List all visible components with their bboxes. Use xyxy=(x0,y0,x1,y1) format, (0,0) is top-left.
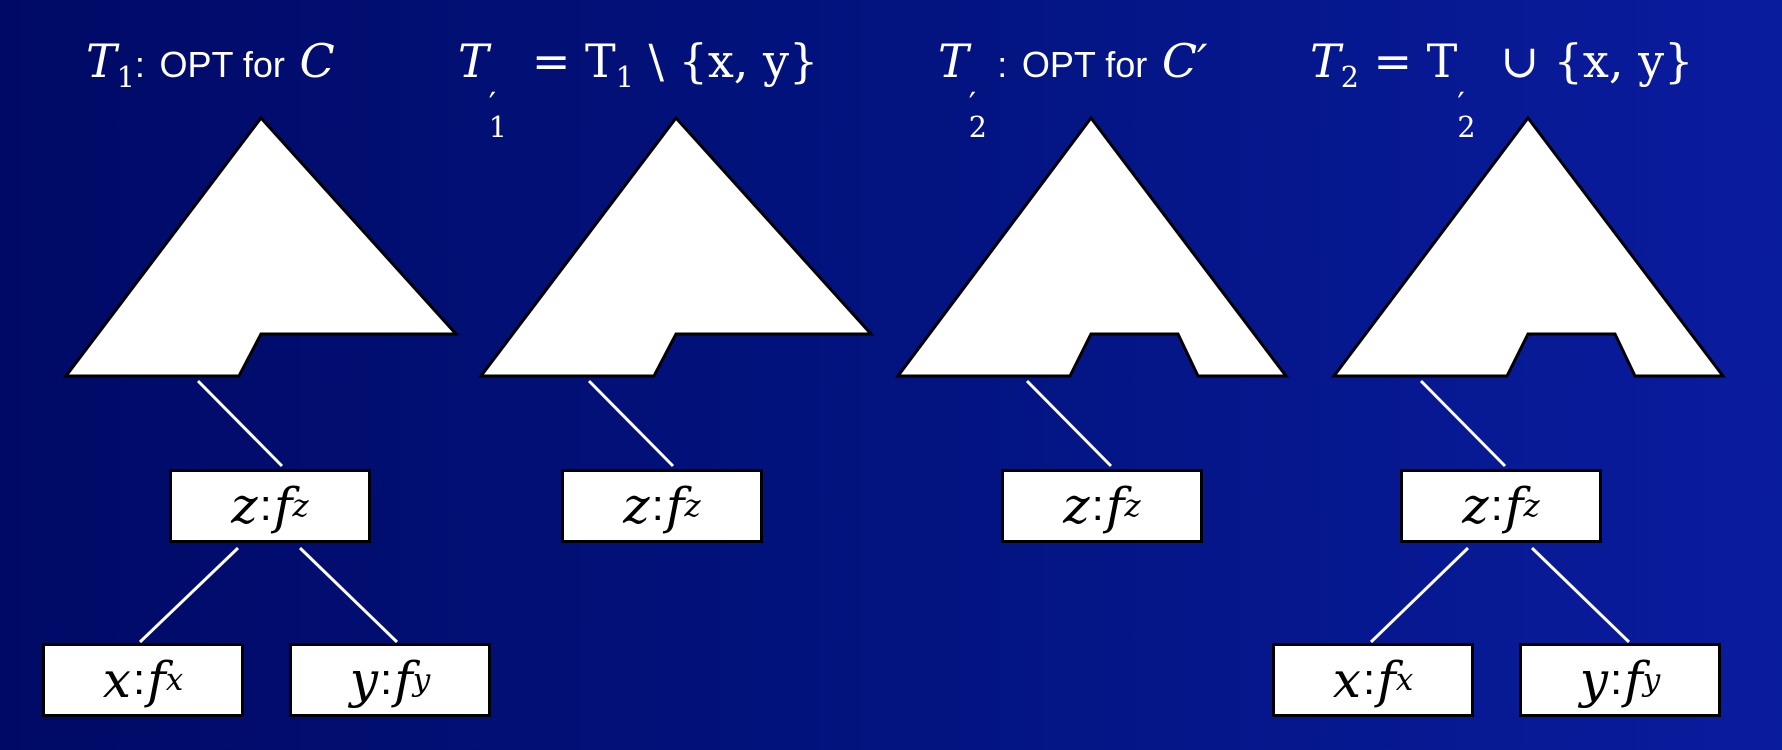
edge-t1-to-z xyxy=(196,379,284,468)
tree-shape-t1prime xyxy=(477,115,875,378)
title-t1prime: T′1 = T1 \ {x, y} xyxy=(458,34,819,144)
title-t2: T2 = T′2 ∪ {x, y} xyxy=(1310,34,1694,144)
edge-t2prime-to-z xyxy=(1025,379,1113,468)
edge-t2-to-z xyxy=(1419,379,1507,468)
edge-t1prime-to-z xyxy=(587,379,675,468)
tree-shape-t1 xyxy=(62,115,460,378)
title-t2prime: T′2: OPT for C′ xyxy=(938,34,1208,144)
tree-shape-t2 xyxy=(1330,115,1727,378)
edge-z-to-x-t2 xyxy=(1369,546,1470,644)
edge-z-to-x-t1 xyxy=(138,546,240,644)
edge-z-to-y-t2 xyxy=(1530,546,1631,644)
title-t1: T1: OPT for C xyxy=(86,34,335,94)
edge-z-to-y-t1 xyxy=(298,546,399,644)
tree-shape-t2prime xyxy=(895,115,1290,378)
